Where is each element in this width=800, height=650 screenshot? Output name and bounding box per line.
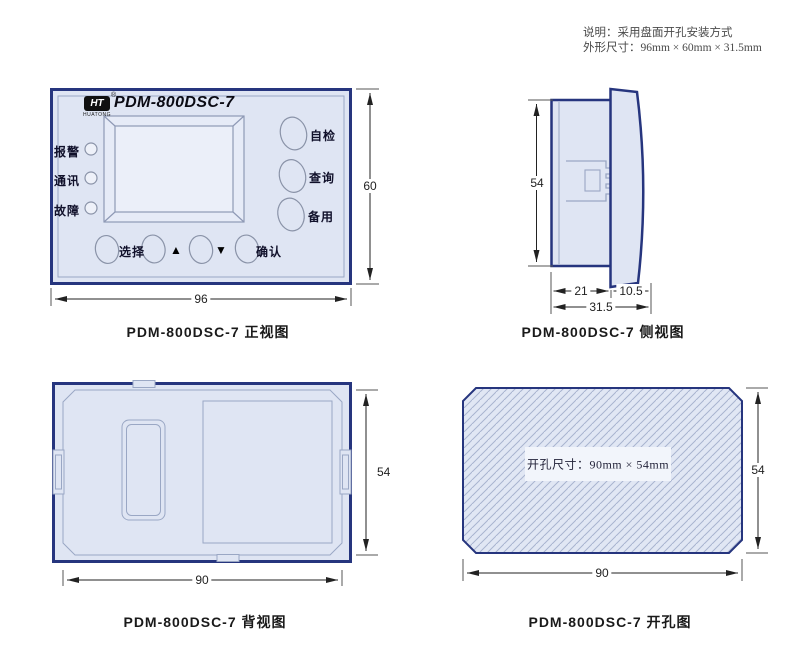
confirm-button-label: 确认 bbox=[256, 245, 283, 259]
back-inner-chamfer-line bbox=[62, 389, 343, 556]
front-view-drawing bbox=[50, 88, 379, 306]
back-right-clip-inner bbox=[342, 454, 349, 490]
cutout-view-caption: PDM-800DSC-7 开孔图 bbox=[528, 614, 692, 630]
side-view-drawing bbox=[528, 87, 652, 314]
down-arrow-icon: ▼ bbox=[215, 243, 227, 257]
alarm-led-label: 报警 bbox=[54, 145, 81, 159]
front-width-dim-value: 96 bbox=[191, 292, 211, 306]
cutout-label-box bbox=[525, 447, 671, 481]
up-button bbox=[141, 234, 166, 264]
up-arrow-icon: ▲ bbox=[170, 243, 182, 257]
back-width-dimension bbox=[62, 570, 343, 586]
side-view-caption: PDM-800DSC-7 侧视图 bbox=[521, 324, 685, 340]
cutout-height-dimension bbox=[746, 387, 768, 554]
model-title: PDM-800DSC-7 bbox=[114, 94, 235, 111]
cutout-height-dim-value: 54 bbox=[748, 463, 768, 477]
side-bezel-depth-dim-value: 10.5 bbox=[616, 284, 646, 298]
terminal-connector-detail bbox=[584, 169, 601, 192]
spare-button-label: 备用 bbox=[308, 210, 335, 224]
front-width-dimension bbox=[50, 288, 352, 306]
back-height-dimension bbox=[356, 389, 378, 556]
select-button-label: 选择 bbox=[119, 245, 146, 259]
side-bezel-outline bbox=[609, 87, 645, 289]
query-button bbox=[278, 159, 307, 193]
side-height-dim-value: 54 bbox=[527, 176, 547, 190]
comm-led bbox=[84, 171, 98, 185]
back-outline bbox=[52, 382, 352, 563]
side-body-depth-dim-value: 21 bbox=[571, 284, 591, 298]
back-view-drawing bbox=[52, 380, 378, 586]
huatong-logo-brand: HUATONG bbox=[82, 112, 112, 118]
cutout-view-drawing bbox=[462, 387, 768, 581]
self-test-button bbox=[279, 116, 308, 151]
select-button bbox=[94, 234, 120, 265]
huatong-logo: HT bbox=[84, 96, 110, 111]
lcd-screen bbox=[103, 115, 245, 223]
back-left-clip-inner bbox=[55, 454, 62, 490]
back-bottom-tab bbox=[216, 554, 240, 562]
fault-led bbox=[84, 201, 98, 215]
back-width-dim-value: 90 bbox=[192, 573, 212, 587]
cutout-width-dim-value: 90 bbox=[592, 566, 612, 580]
self-test-button-label: 自检 bbox=[310, 129, 337, 143]
front-view-caption: PDM-800DSC-7 正视图 bbox=[126, 324, 290, 340]
huatong-logo-mark: HT bbox=[90, 98, 104, 109]
back-height-dim-value: 54 bbox=[377, 465, 391, 479]
note-line-1: 说明：采用盘面开孔安装方式 bbox=[583, 27, 733, 39]
back-view-caption: PDM-800DSC-7 背视图 bbox=[123, 614, 287, 630]
mounting-note: 说明：采用盘面开孔安装方式 外形尺寸：96mm × 60mm × 31.5mm bbox=[583, 26, 762, 56]
front-panel-inner-line bbox=[57, 95, 345, 278]
confirm-button bbox=[234, 234, 260, 264]
alarm-led bbox=[84, 142, 98, 156]
fault-led-label: 故障 bbox=[54, 204, 81, 218]
query-button-label: 查询 bbox=[309, 171, 336, 185]
spare-button bbox=[277, 197, 305, 232]
side-height-dimension bbox=[528, 99, 553, 267]
cutout-size-label: 开孔尺寸：90mm × 54mm bbox=[526, 457, 670, 472]
note-line-2: 外形尺寸：96mm × 60mm × 31.5mm bbox=[583, 42, 762, 54]
front-height-dimension bbox=[356, 88, 379, 285]
back-terminal-block bbox=[202, 400, 333, 544]
cutout-width-dimension bbox=[462, 559, 743, 581]
side-total-depth-dim-value: 31.5 bbox=[586, 300, 616, 314]
side-body-outline bbox=[550, 98, 613, 268]
registered-mark: ® bbox=[111, 92, 117, 99]
back-recess-inner bbox=[126, 424, 161, 516]
down-button bbox=[188, 234, 214, 265]
side-depth-extensions bbox=[550, 272, 652, 314]
back-top-tab bbox=[132, 380, 156, 388]
back-recess-outer bbox=[121, 419, 166, 521]
front-height-dim-value: 60 bbox=[360, 179, 380, 193]
comm-led-label: 通讯 bbox=[54, 174, 81, 188]
